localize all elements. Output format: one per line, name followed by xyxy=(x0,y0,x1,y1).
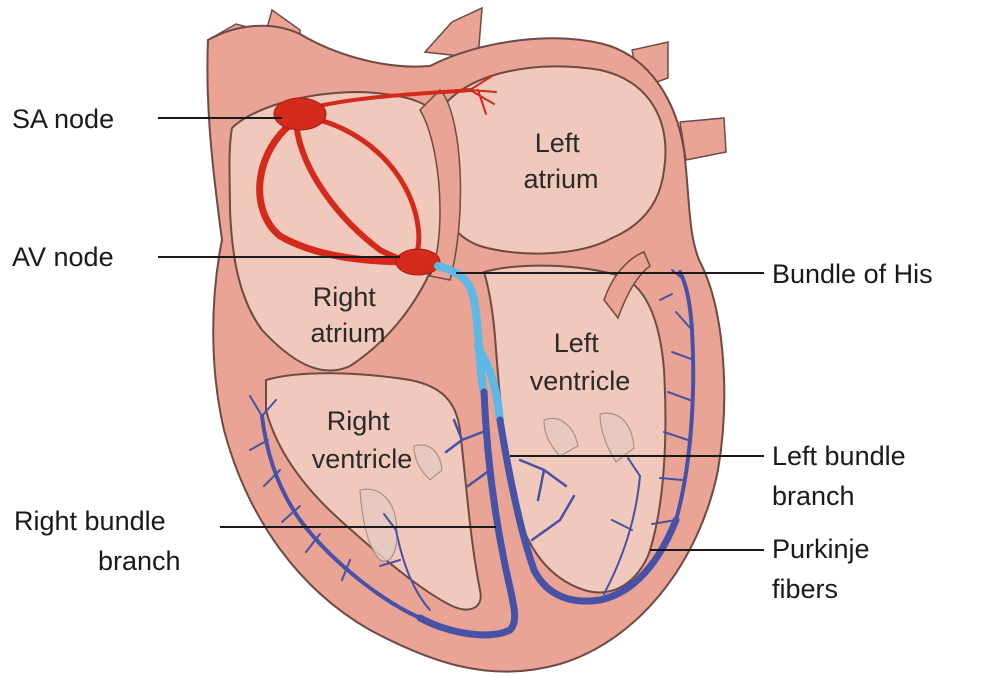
left-bundle-branch-label-line: branch xyxy=(772,481,855,511)
sa-node xyxy=(274,98,326,130)
right-ventricle-label-line: ventricle xyxy=(312,444,413,474)
left-atrium-label-line: atrium xyxy=(523,164,598,194)
right-atrium-label-line: atrium xyxy=(310,318,385,348)
right-bundle-branch-label-line: Right bundle xyxy=(14,506,166,536)
left-ventricle-label-line: Left xyxy=(554,328,600,358)
left-atrium-label-line: Left xyxy=(535,128,581,158)
right-bundle-branch-label: Right bundle branch xyxy=(14,506,181,576)
bundle-of-his-label: Bundle of His xyxy=(772,259,933,289)
left-bundle-branch-label-line: Left bundle xyxy=(772,441,906,471)
av-node-label-line: AV node xyxy=(12,242,114,272)
left-bundle-branch-label: Left bundle branch xyxy=(772,441,913,511)
purkinje-fibers-label-line: fibers xyxy=(772,574,838,604)
bundle-of-his-label-line: Bundle of His xyxy=(772,259,933,289)
sa-node-label: SA node xyxy=(12,104,114,134)
left-atrium-cavity xyxy=(438,66,665,253)
sa-node-label-line: SA node xyxy=(12,104,114,134)
purkinje-fibers-label: Purkinje fibers xyxy=(772,534,877,604)
right-ventricle-label-line: Right xyxy=(327,406,391,436)
purkinje-fibers-label-line: Purkinje xyxy=(772,534,870,564)
right-atrium-label-line: Right xyxy=(313,282,377,312)
left-ventricle-label-line: ventricle xyxy=(530,366,631,396)
av-node xyxy=(396,249,440,275)
right-bundle-branch-label-line: branch xyxy=(98,546,181,576)
av-node-label: AV node xyxy=(12,242,114,272)
